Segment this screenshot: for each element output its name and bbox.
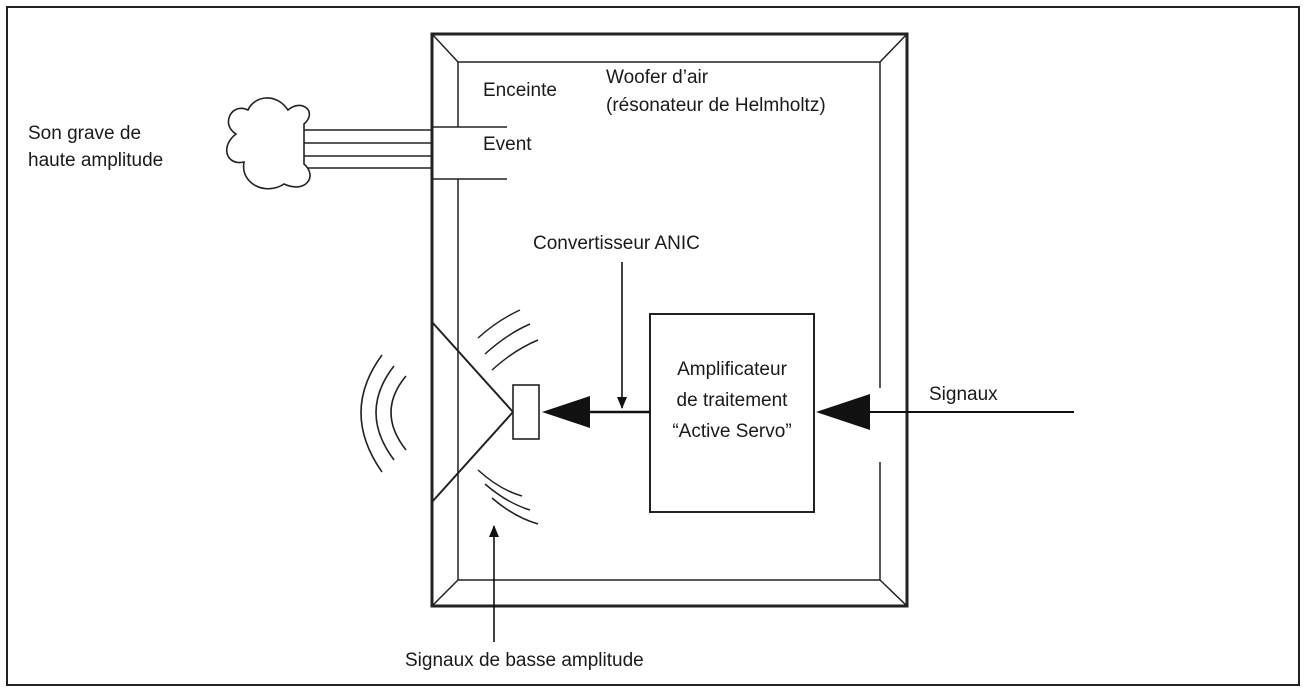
- amplifier-label-line3: “Active Servo”: [672, 421, 791, 442]
- outer-frame: [6, 6, 1300, 686]
- amplifier-label-line2: de traitement: [677, 390, 789, 411]
- low-bass-label-line2: haute amplitude: [28, 150, 163, 171]
- signals-label: Signaux: [929, 384, 998, 405]
- sound-cloud-icon: [225, 97, 311, 190]
- converter-label: Convertisseur ANIC: [533, 233, 700, 254]
- driver-coil: [512, 384, 540, 440]
- vent-tube: [431, 126, 507, 180]
- amp-to-driver-arrow: [542, 396, 650, 428]
- airflow-lines: [302, 129, 432, 169]
- air-woofer-label-line2: (résonateur de Helmholtz): [606, 95, 826, 116]
- low-amplitude-label: Signaux de basse amplitude: [405, 650, 644, 671]
- enclosure-label: Enceinte: [483, 80, 557, 101]
- inner-sound-waves-upper: [477, 309, 539, 371]
- low-bass-label-line1: Son grave de: [28, 123, 141, 144]
- amplifier-box: [649, 313, 815, 513]
- amplifier-label-line1: Amplificateur: [677, 359, 787, 380]
- air-woofer-label-line1: Woofer d’air: [606, 67, 709, 88]
- enclosure-outer-wall: [430, 32, 909, 608]
- signals-input-arrow: [816, 394, 1074, 430]
- vent-label: Event: [483, 134, 532, 155]
- enclosure-inner-wall: [431, 33, 908, 607]
- outer-sound-waves: [360, 354, 407, 473]
- speaker-cone: [431, 321, 514, 503]
- inner-sound-waves-lower: [477, 469, 539, 525]
